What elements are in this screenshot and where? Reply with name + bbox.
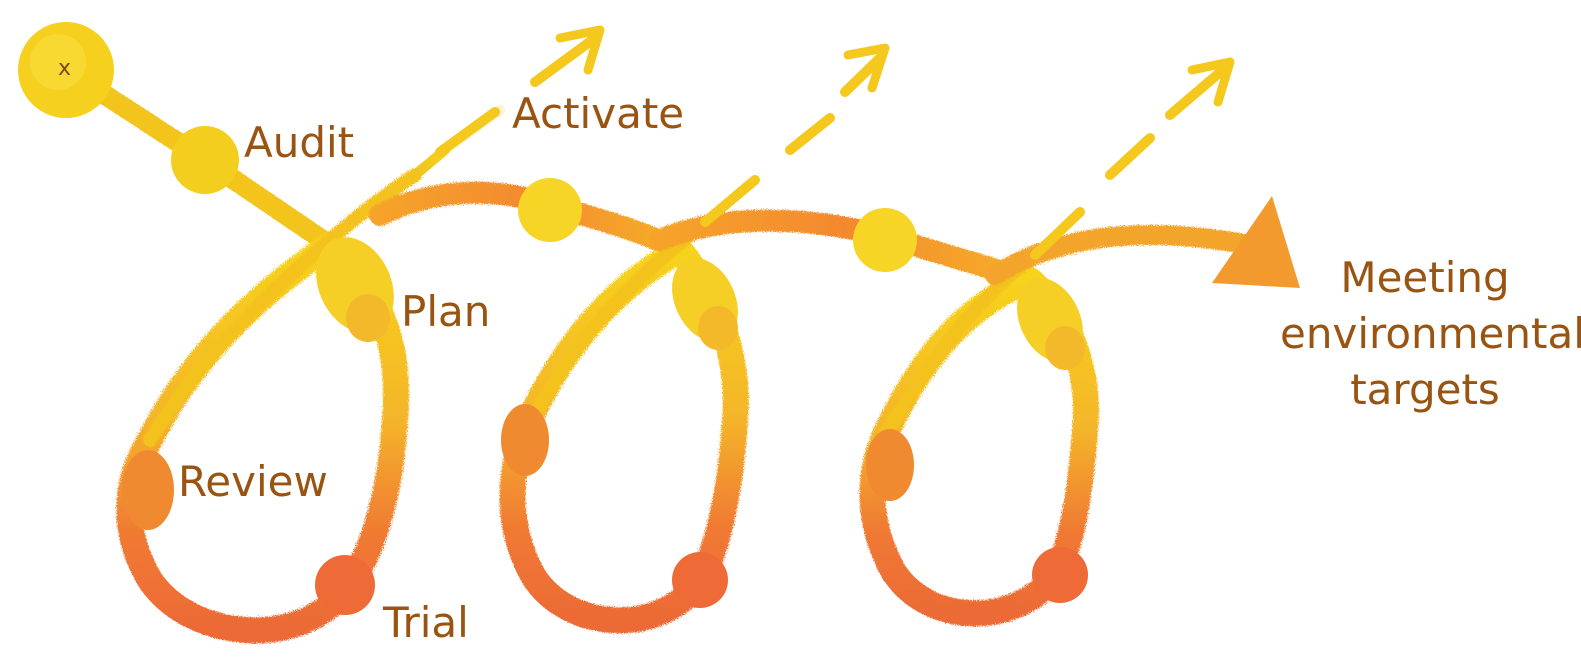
plan-label: Plan bbox=[401, 291, 490, 333]
trial-node-2 bbox=[672, 552, 728, 608]
rise-3 bbox=[885, 250, 1040, 435]
dashed-arrow-2 bbox=[705, 48, 885, 222]
audit-node bbox=[171, 126, 239, 194]
activate-node-2 bbox=[853, 208, 917, 272]
trial-node-1 bbox=[315, 555, 375, 615]
activate-node-1 bbox=[518, 178, 582, 242]
goal-label-line-1: Meeting bbox=[1280, 250, 1570, 306]
audit-label: Audit bbox=[244, 122, 354, 164]
trial-node-3 bbox=[1032, 547, 1088, 603]
review-node-2 bbox=[501, 404, 549, 476]
start-marker-label: x bbox=[58, 58, 71, 80]
goal-label-line-3: targets bbox=[1280, 362, 1570, 418]
rise-2 bbox=[525, 235, 690, 430]
review-node-1 bbox=[122, 450, 174, 530]
activate-label: Activate bbox=[512, 93, 684, 135]
goal-label: Meeting environmental targets bbox=[1280, 250, 1570, 418]
trial-label: Trial bbox=[383, 602, 469, 644]
review-node-3 bbox=[866, 429, 914, 501]
goal-label-line-2: environmental bbox=[1280, 306, 1570, 362]
review-label: Review bbox=[178, 461, 328, 503]
